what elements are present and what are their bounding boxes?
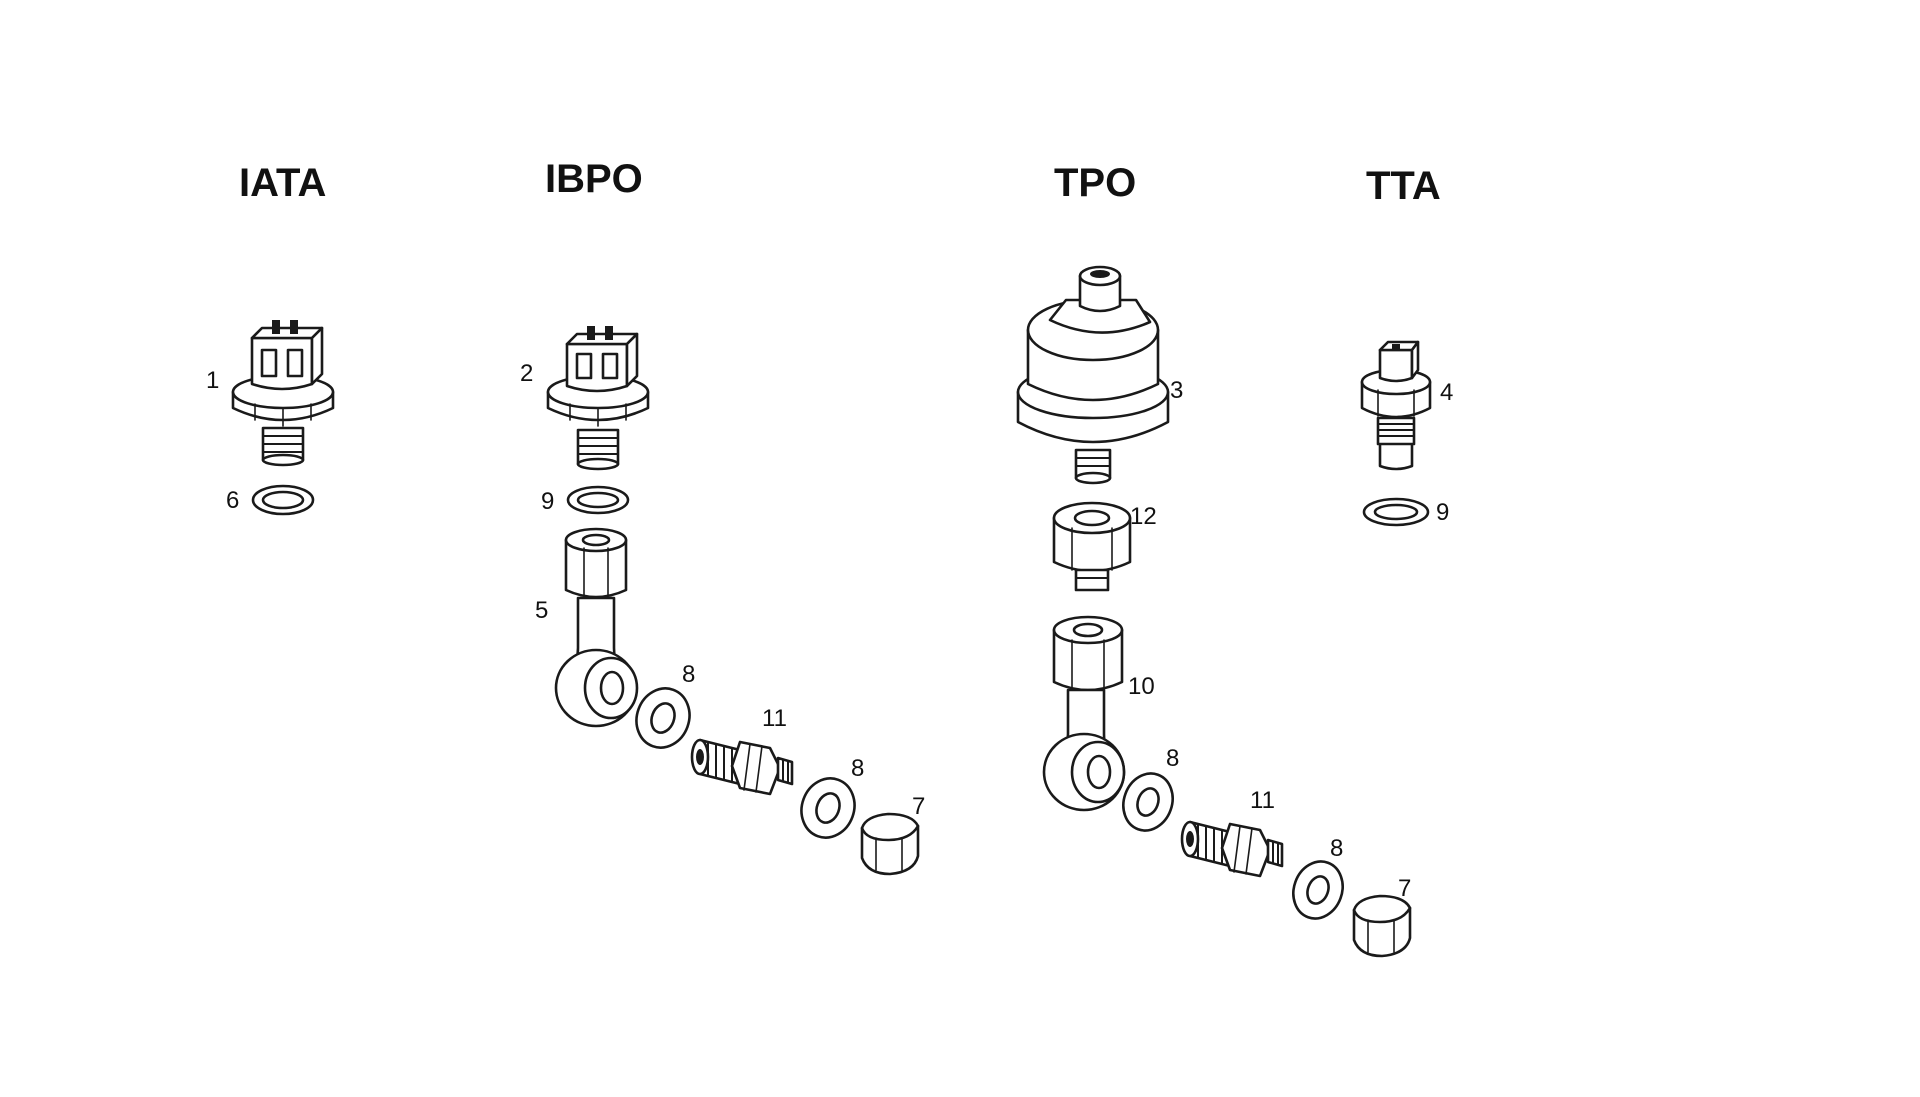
callout-tpo-banjo-bolt: 11	[1250, 787, 1275, 814]
iata-pressure-switch	[231, 320, 335, 467]
callout-tpo-adapter: 12	[1130, 503, 1157, 530]
tpo-banjo-bolt	[1180, 820, 1284, 878]
callout-tta-sensor: 4	[1440, 379, 1453, 406]
callout-tpo-washer-b: 8	[1330, 835, 1343, 862]
callout-tta-washer: 9	[1436, 499, 1449, 526]
ibpo-blanking-cap	[860, 812, 920, 876]
callout-ibpo-cap: 7	[912, 793, 925, 820]
callout-ibpo-elbow: 5	[535, 597, 548, 624]
group-title-tpo: TPO	[1054, 161, 1136, 205]
ibpo-banjo-bolt	[690, 738, 794, 796]
iata-sealing-washer	[251, 484, 315, 516]
tta-temperature-sensor	[1360, 340, 1432, 471]
callout-iata-switch: 1	[206, 367, 219, 394]
callout-ibpo-washer-b: 8	[851, 755, 864, 782]
tpo-banjo-elbow	[1042, 615, 1126, 812]
callout-tpo-elbow: 10	[1128, 673, 1155, 700]
callout-ibpo-washer: 9	[541, 488, 554, 515]
callout-ibpo-switch: 2	[520, 360, 533, 387]
tta-sealing-washer	[1362, 497, 1430, 527]
tpo-reducer-adapter	[1052, 501, 1132, 592]
group-title-ibpo: IBPO	[545, 157, 643, 201]
ibpo-banjo-elbow	[554, 527, 639, 728]
callout-tpo-washer-a: 8	[1166, 745, 1179, 772]
ibpo-sealing-washer	[566, 485, 630, 515]
tpo-washer-a	[1122, 772, 1174, 832]
callout-ibpo-banjo-bolt: 11	[762, 705, 787, 732]
callout-ibpo-washer-a: 8	[682, 661, 695, 688]
tpo-washer-b	[1292, 860, 1344, 920]
ibpo-washer-b	[800, 777, 856, 839]
group-title-tta: TTA	[1366, 164, 1441, 208]
ibpo-pressure-switch	[546, 326, 650, 471]
callout-tpo-cap: 7	[1398, 875, 1411, 902]
group-title-iata: IATA	[239, 161, 326, 205]
callout-iata-washer: 6	[226, 487, 239, 514]
callout-tpo-sender: 3	[1170, 377, 1183, 404]
tpo-pressure-sender	[1016, 265, 1170, 485]
tpo-blanking-cap	[1352, 894, 1412, 958]
ibpo-washer-a	[635, 687, 691, 749]
